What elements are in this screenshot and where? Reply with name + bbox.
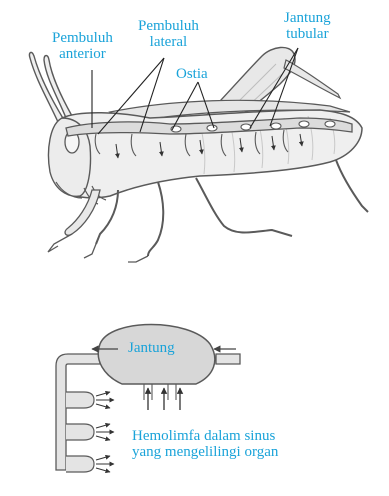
label-hemolymph: Hemolimfa dalam sinus yang mengelilingi … bbox=[132, 428, 278, 460]
hind-leg-lower-2 bbox=[336, 160, 368, 212]
label-anterior-vessel: Pembuluh anterior bbox=[52, 30, 113, 62]
vessel bbox=[56, 354, 100, 470]
label-tubular-heart: Jantung tubular bbox=[284, 10, 331, 42]
label-heart: Jantung bbox=[128, 340, 175, 356]
label-lateral-vessel: Pembuluh lateral bbox=[138, 18, 199, 50]
label-ostia: Ostia bbox=[176, 66, 208, 82]
hind-leg-lower bbox=[196, 178, 292, 236]
mid-leg bbox=[148, 182, 163, 256]
hind-tibia bbox=[284, 60, 340, 98]
branches bbox=[66, 392, 94, 472]
